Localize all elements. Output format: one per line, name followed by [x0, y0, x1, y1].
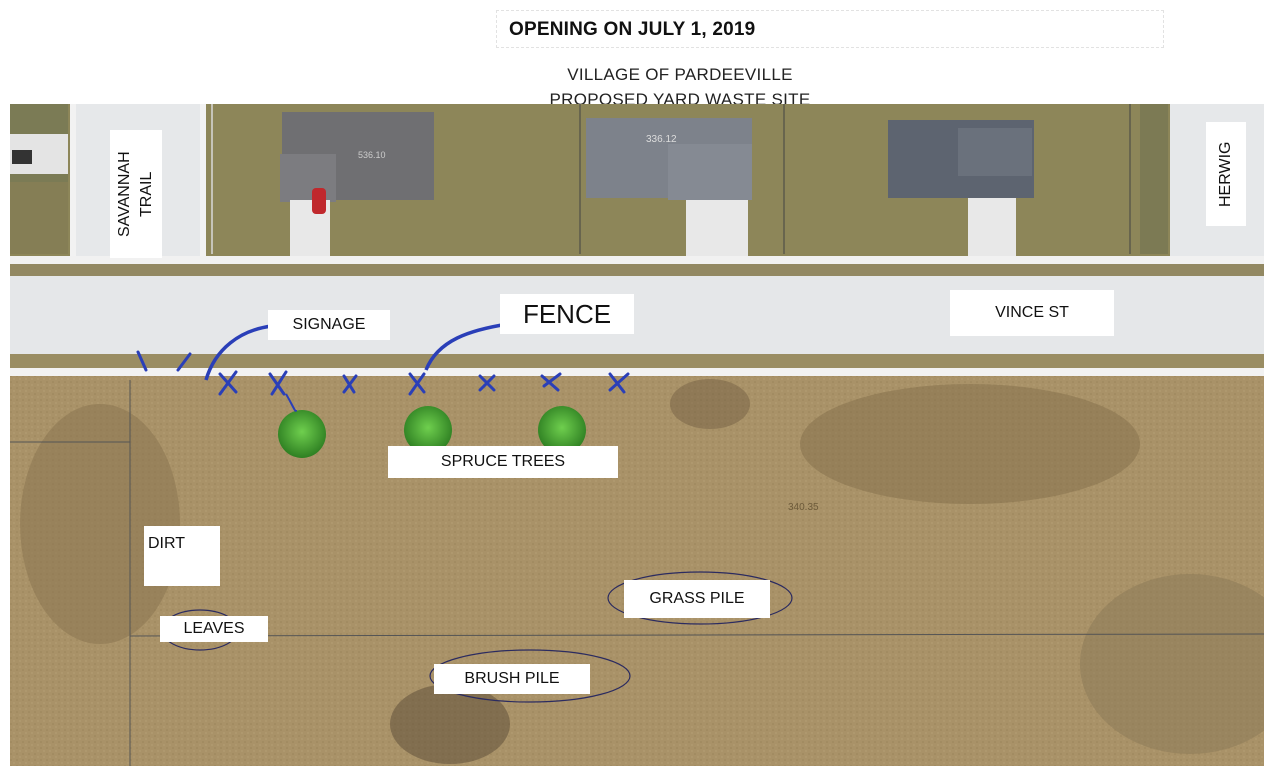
house-2-garage — [668, 144, 752, 200]
herwig-label: HERWIG — [1206, 122, 1246, 226]
spruce-trees-label: SPRUCE TREES — [388, 446, 618, 478]
map-drawing — [10, 104, 1264, 766]
spruce-tree-3 — [538, 406, 586, 454]
parked-car — [12, 150, 32, 164]
house-3-side — [958, 128, 1032, 176]
brush-pile-circle — [429, 649, 631, 703]
signage-label: SIGNAGE — [268, 310, 390, 340]
fence-leader — [424, 322, 509, 371]
parcel-label-c: 536.10 — [358, 150, 386, 160]
parcel-label-b: 340.35 — [788, 502, 819, 513]
right-lot — [1140, 104, 1168, 254]
spruce-tree-2 — [404, 406, 452, 454]
grass-pile-circle — [607, 571, 793, 625]
brush-pile-label: BRUSH PILE — [434, 664, 590, 694]
signage-leader — [204, 324, 273, 381]
north-sidewalk — [10, 256, 1264, 264]
south-sidewalk — [10, 368, 1264, 376]
savannah-trail-label: SAVANNAH TRAIL — [110, 130, 162, 258]
aerial-map: 336.12 340.35 536.10 SAVANNAH TRAIL HERW… — [10, 104, 1264, 766]
opening-date-banner: OPENING ON JULY 1, 2019 — [496, 10, 1164, 48]
fence-label: FENCE — [500, 294, 634, 334]
tree-leader — [285, 393, 297, 412]
leaves-label: LEAVES — [160, 616, 268, 642]
dirt-label: DIRT — [144, 526, 220, 586]
house-1-porch — [280, 154, 336, 202]
title-line-1: VILLAGE OF PARDEEVILLE — [567, 65, 793, 84]
red-car — [312, 188, 326, 214]
spruce-tree-1 — [278, 410, 326, 458]
left-lawn-b — [10, 182, 68, 254]
fence-markers — [136, 350, 630, 396]
parcel-label-a: 336.12 — [646, 134, 677, 145]
vince-st-label: VINCE ST — [950, 290, 1114, 336]
grass-pile-label: GRASS PILE — [624, 580, 770, 618]
